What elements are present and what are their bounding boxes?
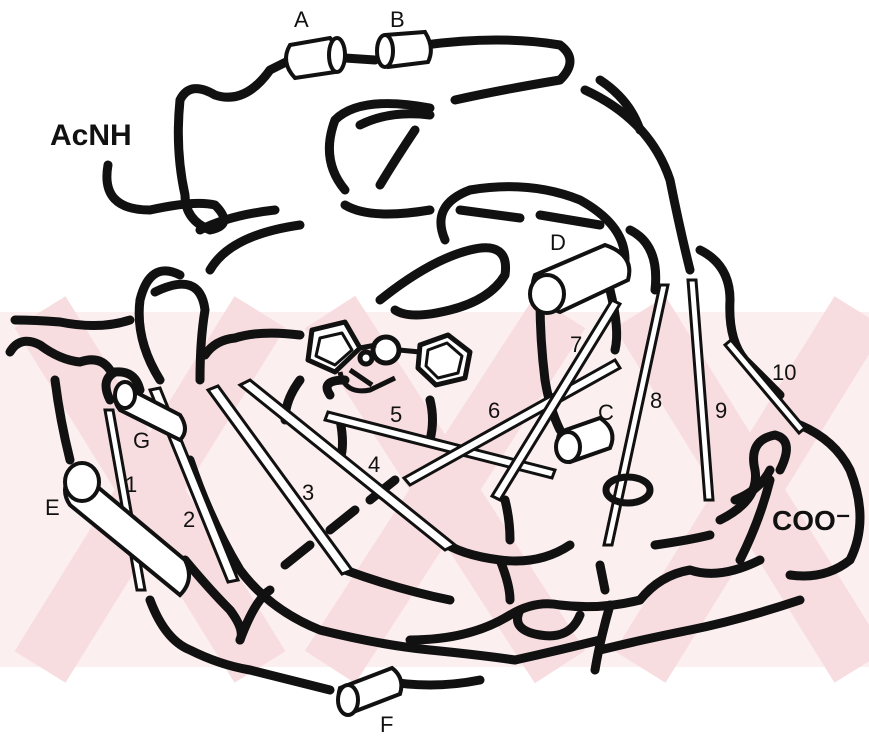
helix-e-label: E [45,495,60,520]
helix-b-label: B [390,7,405,32]
strand-5-label: 5 [390,402,402,427]
helix-g-label: G [133,428,150,453]
helix-b [377,32,431,67]
helix-f-label: F [380,712,393,737]
helix-a [286,38,345,78]
strand-3-label: 3 [302,480,314,505]
strand-4-label: 4 [368,452,380,477]
strand-10-label: 10 [772,360,796,385]
strand-2-label: 2 [183,507,195,532]
helix-a-label: A [294,7,309,32]
n-terminus-label: AcNH [50,119,132,152]
strand-7-label: 7 [570,332,582,357]
helix-d-label: D [550,230,566,255]
strand-9-label: 9 [715,398,727,423]
helix-c-label: C [598,400,614,425]
strand-6-label: 6 [488,398,500,423]
strand-1-label: 1 [125,472,137,497]
strand-8-label: 8 [650,388,662,413]
c-terminus-label: COO⁻ [772,505,851,536]
